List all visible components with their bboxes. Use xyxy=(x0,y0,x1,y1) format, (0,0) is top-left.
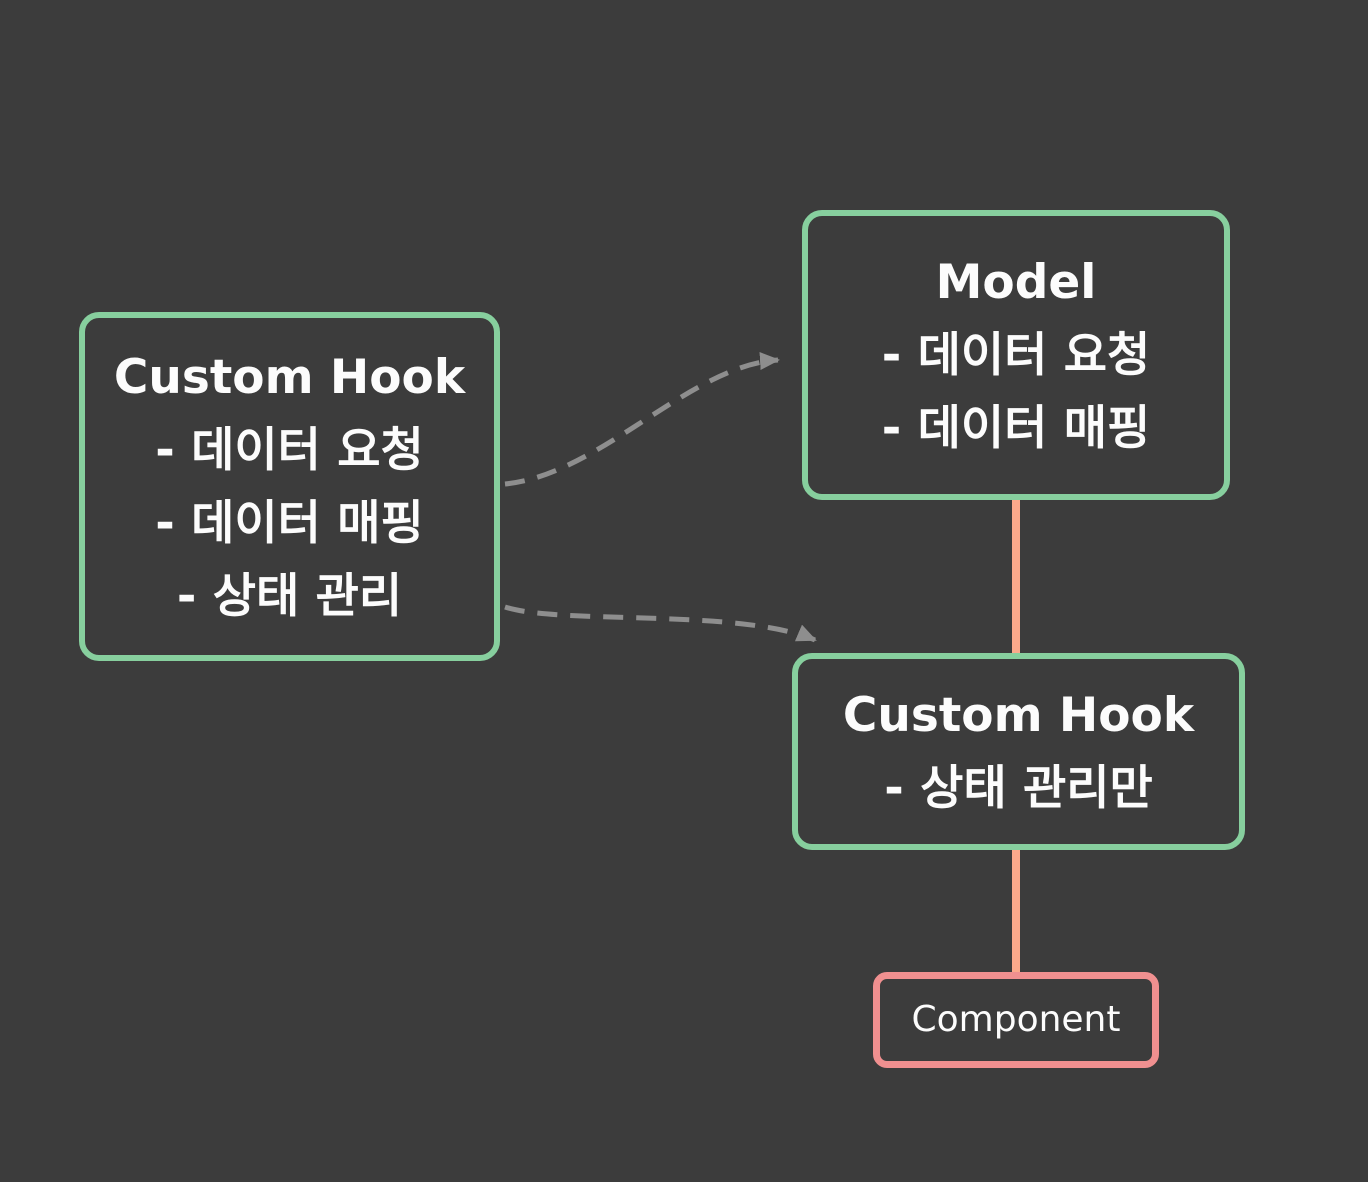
node-component[interactable]: Component xyxy=(873,972,1159,1068)
node-item: - 데이터 요청 xyxy=(155,422,424,478)
node-item: - 상태 관리만 xyxy=(884,760,1153,816)
dashed-arrow-customhook-to-customhook xyxy=(504,604,817,643)
node-title: Component xyxy=(911,999,1121,1040)
dashed-arrow-customhook-to-model xyxy=(504,352,780,487)
node-item: - 데이터 요청 xyxy=(881,327,1151,383)
node-custom-hook-right[interactable]: Custom Hook - 상태 관리만 xyxy=(792,653,1245,850)
node-item: - 상태 관리 xyxy=(176,568,403,624)
node-title: Custom Hook xyxy=(842,687,1195,743)
node-model[interactable]: Model - 데이터 요청 - 데이터 매핑 xyxy=(802,210,1230,500)
node-title: Model xyxy=(935,254,1097,310)
node-item: - 데이터 매핑 xyxy=(881,400,1151,456)
node-item: - 데이터 매핑 xyxy=(155,495,424,551)
node-custom-hook-left[interactable]: Custom Hook - 데이터 요청 - 데이터 매핑 - 상태 관리 xyxy=(79,312,500,661)
node-title: Custom Hook xyxy=(113,349,466,405)
